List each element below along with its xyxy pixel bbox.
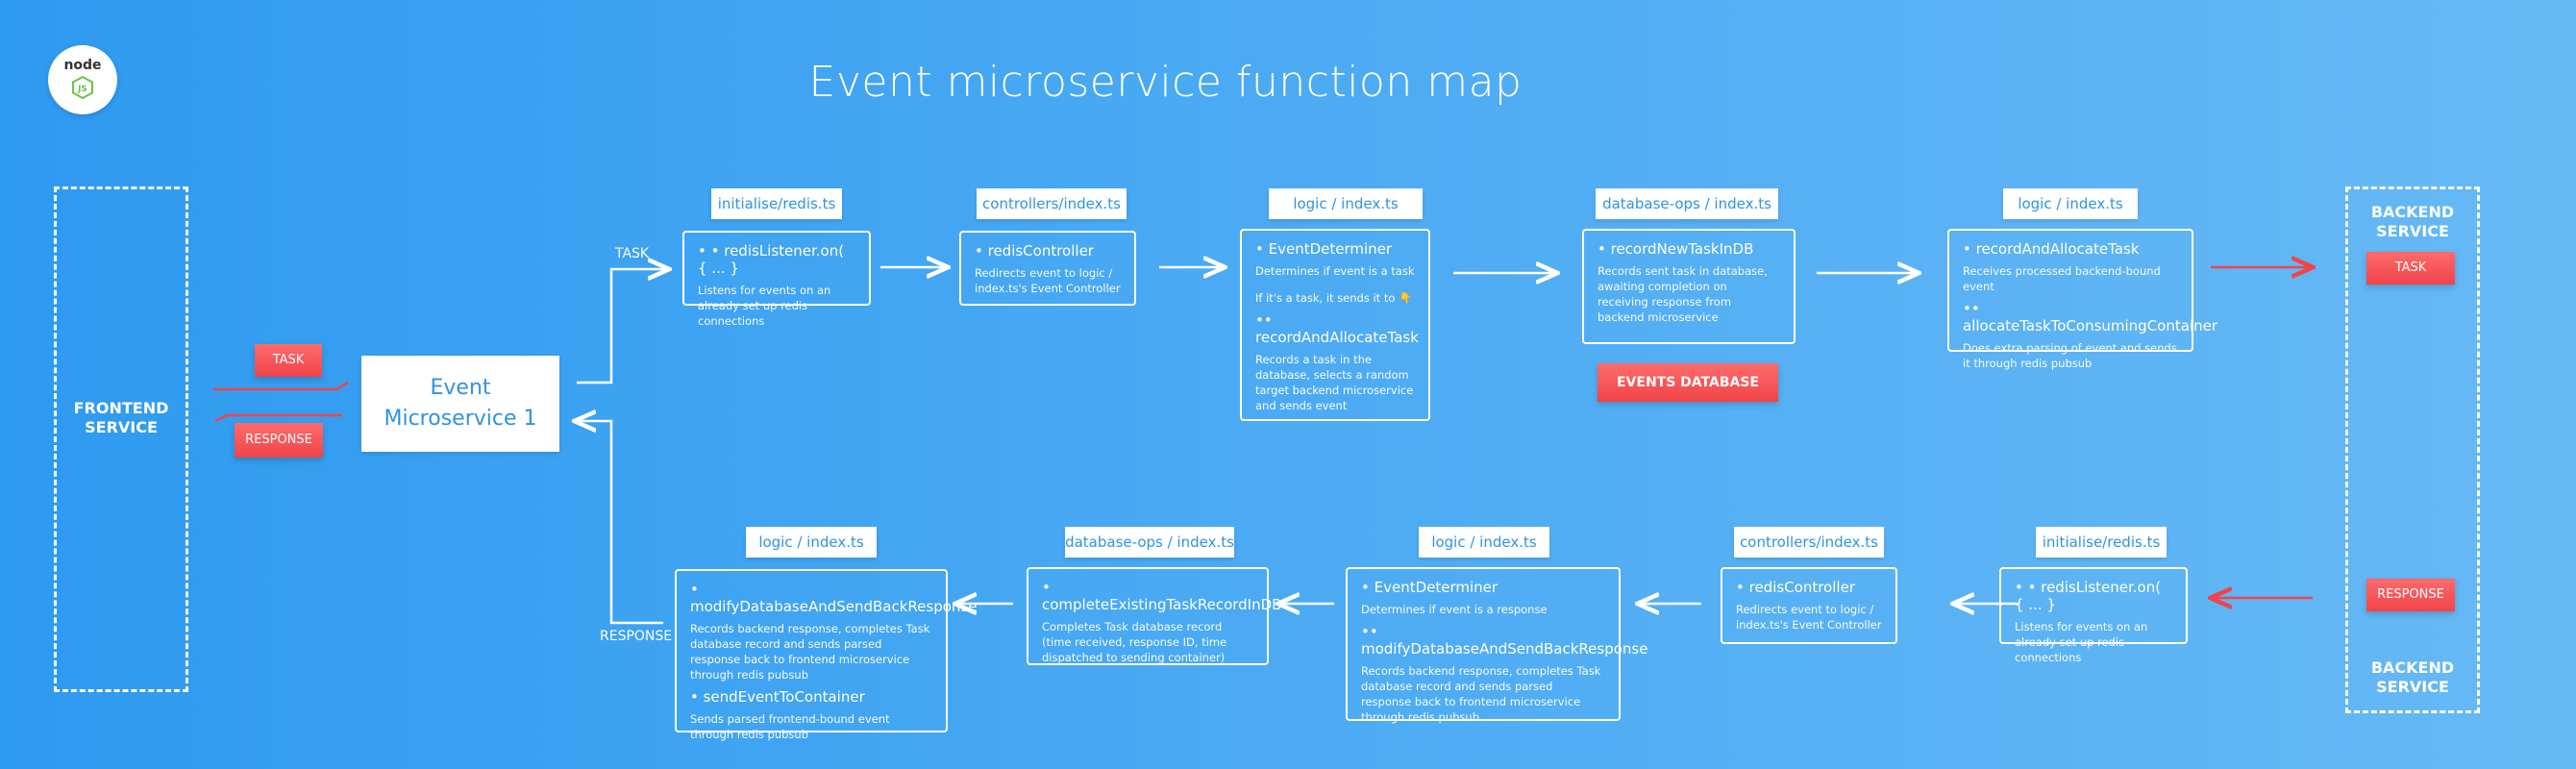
function-desc: Redirects event to logic / index.ts's Ev… <box>975 266 1121 295</box>
top-box-record-new-task[interactable]: • recordNewTaskInDB Records sent task in… <box>1582 229 1796 344</box>
response-flow-label: RESPONSE <box>600 629 673 644</box>
function-name: • redisController <box>975 242 1094 260</box>
function-desc: Listens for events on an already set up … <box>2015 620 2148 664</box>
bottom-box-event-determiner[interactable]: • EventDeterminer Determines if event is… <box>1346 567 1648 724</box>
function-desc: Determines if event is a response <box>1361 603 1548 616</box>
top-box-record-allocate-task[interactable]: • recordAndAllocateTask Receives process… <box>1947 229 2218 370</box>
function-name: • sendEventToContainer <box>690 688 865 706</box>
logo-mark: JS <box>77 85 87 94</box>
bottom-box-modify-database[interactable]: • modifyDatabaseAndSendBackResponse Reco… <box>675 569 978 741</box>
top-tag-1: initialise/redis.ts <box>711 188 842 219</box>
function-desc: Records sent task in database, awaiting … <box>1598 264 1768 324</box>
microservice-title-line1: Event <box>430 376 491 400</box>
task-route-arrow <box>577 269 667 384</box>
function-desc: Receives processed backend-bound event <box>1963 264 2161 293</box>
function-name: • completeExistingTaskRecordInDB <box>1042 579 1282 613</box>
frontend-service-box: FRONTEND SERVICE <box>54 186 188 692</box>
bottom-box-redis-controller[interactable]: • redisController Redirects event to log… <box>1721 567 1897 644</box>
events-database-button[interactable]: EVENTS DATABASE <box>1598 363 1778 402</box>
bottom-box-complete-task-record[interactable]: • completeExistingTaskRecordInDB Complet… <box>1027 567 1282 665</box>
response-route-arrow <box>577 421 663 625</box>
top-box-redis-controller[interactable]: • redisController Redirects event to log… <box>959 231 1136 306</box>
frontend-service-label: FRONTEND SERVICE <box>73 399 169 436</box>
function-desc: Completes Task database record (time rec… <box>1042 620 1227 664</box>
response-button-right[interactable]: RESPONSE <box>2366 579 2455 611</box>
function-desc: Determines if event is a task <box>1255 264 1415 278</box>
function-name: • • redisListener.on( { ... } <box>2015 579 2162 613</box>
function-name: • EventDeterminer <box>1255 240 1393 258</box>
logo-word: node <box>63 58 102 73</box>
backend-service-box: BACKEND SERVICE BACKEND SERVICE <box>2345 186 2480 713</box>
function-name: • EventDeterminer <box>1361 579 1499 596</box>
task-button-right[interactable]: TASK <box>2366 252 2455 285</box>
nodejs-hex-icon: JS <box>72 76 93 99</box>
response-button-left[interactable]: RESPONSE <box>235 423 323 458</box>
top-tag-3: logic / index.ts <box>1269 188 1423 219</box>
event-microservice-box[interactable]: Event Microservice 1 <box>361 356 559 452</box>
function-name: • modifyDatabaseAndSendBackResponse <box>690 581 978 615</box>
top-box-redis-listener[interactable]: • • redisListener.on( { ... } Listens fo… <box>682 231 871 328</box>
function-desc: If it's a task, it sends it to 👇 <box>1255 291 1413 305</box>
function-name: • redisController <box>1736 579 1855 596</box>
top-tag-4: database-ops / index.ts <box>1596 188 1778 219</box>
function-desc: Listens for events on an already set up … <box>698 284 831 328</box>
function-desc: Records a task in the database, selects … <box>1255 353 1414 412</box>
top-box-event-determiner[interactable]: • EventDeterminer Determines if event is… <box>1240 229 1430 421</box>
function-name: • recordAndAllocateTask <box>1963 240 2140 258</box>
bottom-tag-5: initialise/redis.ts <box>2036 527 2167 558</box>
function-name: •• allocateTaskToConsumingContainer <box>1963 300 2218 335</box>
backend-service-label-top: BACKEND SERVICE <box>2370 203 2455 240</box>
function-name: • • redisListener.on( { ... } <box>698 242 845 277</box>
bottom-tag-3: logic / index.ts <box>1419 527 1549 558</box>
bottom-box-redis-listener[interactable]: • • redisListener.on( { ... } Listens fo… <box>1999 567 2188 664</box>
function-desc: Records backend response, completes Task… <box>690 622 930 682</box>
page-title: Event microservice function map <box>808 58 1523 107</box>
function-desc: Does extra parsing of event and sends it… <box>1963 341 2177 370</box>
top-tag-2: controllers/index.ts <box>977 188 1127 219</box>
backend-service-label-bottom: BACKEND SERVICE <box>2370 658 2455 696</box>
function-desc: Redirects event to logic / index.ts's Ev… <box>1736 603 1882 632</box>
task-arrow-to-microservice <box>213 381 349 391</box>
function-desc: Records backend response, completes Task… <box>1361 664 1601 724</box>
function-name: • recordNewTaskInDB <box>1598 240 1754 258</box>
bottom-tag-4: controllers/index.ts <box>1734 527 1884 558</box>
task-flow-label: TASK <box>615 246 650 261</box>
top-tag-5: logic / index.ts <box>2003 188 2138 219</box>
task-button-left[interactable]: TASK <box>255 344 322 377</box>
function-name: •• modifyDatabaseAndSendBackResponse <box>1361 623 1648 657</box>
function-desc: Sends parsed frontend-bound event throug… <box>690 712 890 741</box>
nodejs-logo-icon: node JS <box>48 45 117 114</box>
microservice-title-line2: Microservice 1 <box>384 407 537 431</box>
bottom-tag-2: database-ops / index.ts <box>1065 527 1234 558</box>
response-arrow-to-frontend <box>214 413 342 423</box>
function-name: •• recordAndAllocateTask <box>1255 311 1419 346</box>
bottom-tag-1: logic / index.ts <box>746 527 877 558</box>
